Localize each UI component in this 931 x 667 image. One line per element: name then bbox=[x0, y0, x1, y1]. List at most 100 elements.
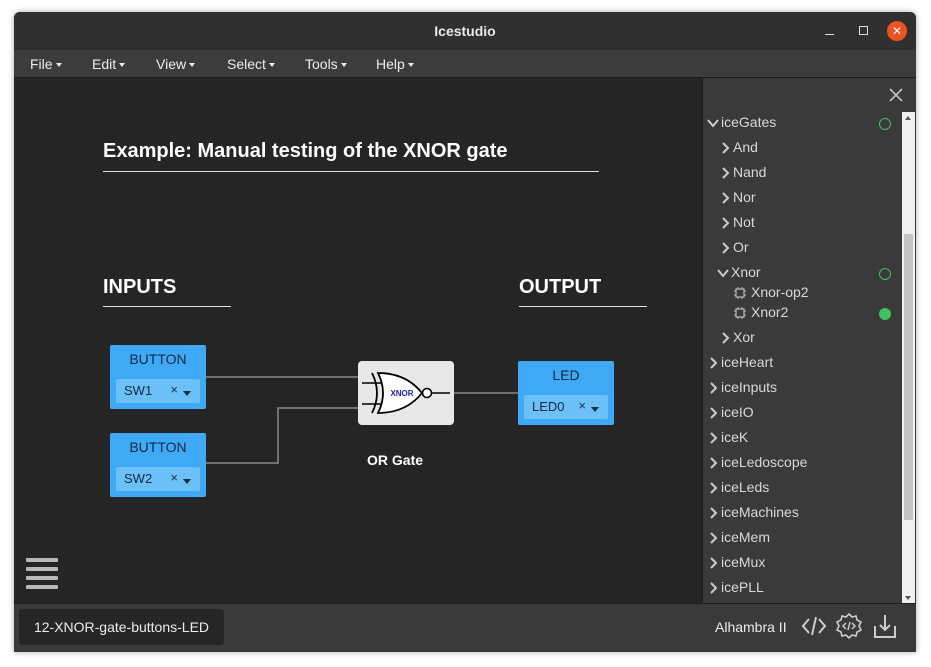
tree-item-xor[interactable]: Xor bbox=[721, 329, 755, 345]
status-dot-empty-icon bbox=[879, 268, 891, 280]
minimize-icon bbox=[824, 33, 834, 35]
chevron-right-icon bbox=[710, 507, 718, 520]
tree-item-iceio[interactable]: iceIO bbox=[709, 404, 754, 420]
button-block-sw2[interactable]: BUTTON SW2 × bbox=[110, 433, 206, 497]
chevron-right-icon bbox=[710, 557, 718, 570]
block-label: BUTTON bbox=[129, 439, 187, 455]
tree-item-icek[interactable]: iceK bbox=[709, 429, 748, 445]
tree-item-label: iceInputs bbox=[721, 379, 778, 395]
menu-view[interactable]: View bbox=[156, 56, 196, 72]
pin-select-led0[interactable]: LED0 × bbox=[524, 395, 608, 419]
tree-item-label: iceMachines bbox=[721, 504, 799, 520]
tree-item-and[interactable]: And bbox=[721, 139, 758, 155]
file-name-tab[interactable]: 12-XNOR-gate-buttons-LED bbox=[19, 609, 224, 645]
button-block-sw1[interactable]: BUTTON SW1 × bbox=[110, 345, 206, 409]
tree-item-label: iceHeart bbox=[721, 354, 774, 370]
caret-down-icon bbox=[189, 63, 196, 68]
scroll-down-icon[interactable] bbox=[905, 596, 911, 600]
clear-icon[interactable]: × bbox=[578, 398, 586, 413]
chevron-right-icon bbox=[710, 532, 718, 545]
tree-item-iceheart[interactable]: iceHeart bbox=[709, 354, 773, 370]
dropdown-arrow-icon[interactable] bbox=[183, 479, 191, 484]
tree-item-iceledoscope[interactable]: iceLedoscope bbox=[709, 454, 807, 470]
wire-sw2-to-gate bbox=[206, 407, 358, 464]
chip-icon bbox=[734, 307, 746, 320]
chevron-right-icon bbox=[710, 457, 718, 470]
tree-item-label: Or bbox=[733, 239, 749, 255]
led-block-led0[interactable]: LED LED0 × bbox=[518, 361, 614, 425]
tree-item-icemem[interactable]: iceMem bbox=[709, 529, 770, 545]
chevron-right-icon bbox=[710, 432, 718, 445]
tree-item-label: iceK bbox=[721, 429, 749, 445]
pin-value: SW1 bbox=[124, 383, 153, 398]
tree-item-icemux[interactable]: iceMux bbox=[709, 554, 765, 570]
design-canvas[interactable]: Example: Manual testing of the XNOR gate… bbox=[14, 78, 702, 603]
tree-item-icemachines[interactable]: iceMachines bbox=[709, 504, 799, 520]
maximize-button[interactable] bbox=[853, 21, 873, 41]
dropdown-arrow-icon[interactable] bbox=[591, 407, 599, 412]
chevron-right-icon bbox=[722, 332, 730, 345]
caret-down-icon bbox=[340, 63, 347, 68]
tree-item-or[interactable]: Or bbox=[721, 239, 749, 255]
build-gear-icon[interactable] bbox=[835, 612, 863, 640]
chevron-right-icon bbox=[710, 407, 718, 420]
tree-item-nand[interactable]: Nand bbox=[721, 164, 766, 180]
tree-item-label: icePLL bbox=[721, 579, 764, 595]
tree-item-icepll[interactable]: icePLL bbox=[709, 579, 764, 595]
block-label: LED bbox=[552, 367, 580, 383]
clear-icon[interactable]: × bbox=[170, 470, 178, 485]
gate-caption: OR Gate bbox=[367, 452, 424, 468]
chevron-right-icon bbox=[710, 482, 718, 495]
tree-item-nor[interactable]: Nor bbox=[721, 189, 756, 205]
caret-down-icon bbox=[55, 63, 62, 68]
pin-value: SW2 bbox=[124, 471, 153, 486]
code-icon[interactable] bbox=[800, 612, 828, 640]
menu-help[interactable]: Help bbox=[376, 56, 414, 72]
menu-tools[interactable]: Tools bbox=[305, 56, 347, 72]
close-window-button[interactable]: ✕ bbox=[887, 21, 907, 41]
tree-item-label: Xnor bbox=[731, 264, 761, 280]
tree-item-xnor2[interactable]: Xnor2 bbox=[733, 304, 788, 320]
tree-item-iceinputs[interactable]: iceInputs bbox=[709, 379, 777, 395]
tree-item-icegates[interactable]: iceGates bbox=[707, 114, 776, 130]
upload-download-icon[interactable] bbox=[871, 612, 899, 640]
minimize-button[interactable] bbox=[819, 21, 839, 41]
tree-item-xnor-op2[interactable]: Xnor-op2 bbox=[733, 284, 809, 300]
tree-item-label: And bbox=[733, 139, 758, 155]
window-title: Icestudio bbox=[434, 23, 496, 39]
clear-icon[interactable]: × bbox=[170, 382, 178, 397]
tree-item-label: iceLeds bbox=[721, 479, 770, 495]
chevron-right-icon bbox=[710, 357, 718, 370]
caret-down-icon bbox=[407, 63, 414, 68]
scroll-thumb[interactable] bbox=[904, 234, 913, 520]
dropdown-arrow-icon[interactable] bbox=[183, 391, 191, 396]
chevron-right-icon bbox=[722, 167, 730, 180]
gate-symbol-text: XNOR bbox=[390, 389, 413, 398]
xnor-gate-block[interactable]: XNOR bbox=[358, 361, 454, 425]
chevron-right-icon bbox=[722, 142, 730, 155]
tree-item-iceleds[interactable]: iceLeds bbox=[709, 479, 769, 495]
scroll-up-icon[interactable] bbox=[905, 116, 911, 120]
app-window: Icestudio ✕ File Edit View Select Tools … bbox=[14, 12, 916, 652]
tree-item-xnor[interactable]: Xnor bbox=[717, 264, 761, 280]
sidebar-scrollbar[interactable] bbox=[902, 112, 915, 603]
heading-underline bbox=[103, 171, 599, 172]
chevron-right-icon bbox=[722, 217, 730, 230]
chevron-right-icon bbox=[722, 192, 730, 205]
close-sidebar-icon[interactable] bbox=[887, 86, 905, 104]
tree-item-label: iceLedoscope bbox=[721, 454, 808, 470]
tree-item-not[interactable]: Not bbox=[721, 214, 755, 230]
hamburger-menu-icon[interactable] bbox=[26, 558, 58, 590]
tree-item-label: Nand bbox=[733, 164, 767, 180]
menu-select[interactable]: Select bbox=[227, 56, 275, 72]
chip-icon bbox=[734, 287, 746, 300]
board-name[interactable]: Alhambra II bbox=[715, 619, 787, 635]
pin-select-sw1[interactable]: SW1 × bbox=[116, 379, 200, 403]
menu-file[interactable]: File bbox=[30, 56, 62, 72]
caret-down-icon bbox=[119, 63, 126, 68]
maximize-icon bbox=[858, 26, 868, 35]
status-dot-filled-icon bbox=[879, 308, 891, 320]
menu-edit[interactable]: Edit bbox=[92, 56, 126, 72]
pin-select-sw2[interactable]: SW2 × bbox=[116, 467, 200, 491]
tree-item-label: Xor bbox=[733, 329, 755, 345]
